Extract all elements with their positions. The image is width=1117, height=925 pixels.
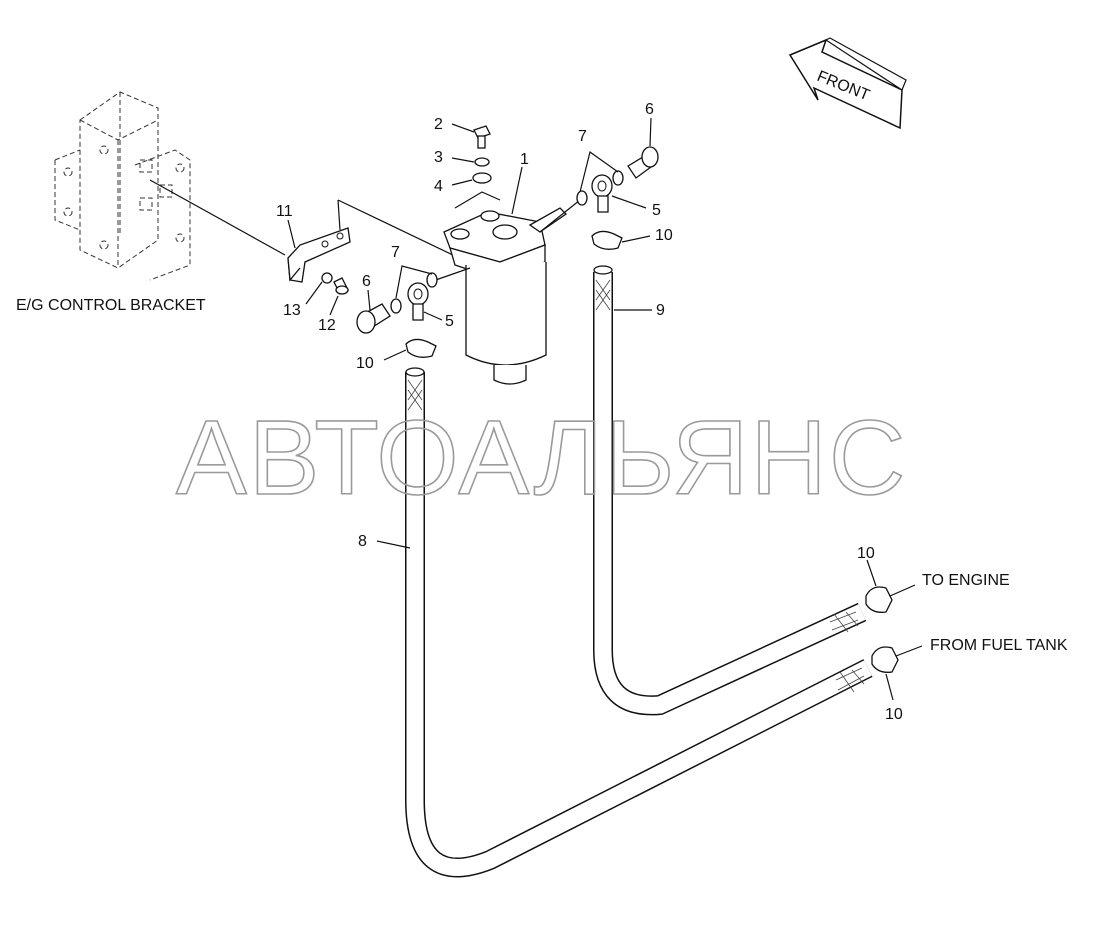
washer-small — [474, 157, 490, 167]
callout-10-tank: 10 — [885, 706, 903, 723]
right-eye-joint — [576, 146, 659, 213]
callout-10-engine: 10 — [857, 545, 875, 562]
callout-1: 1 — [520, 151, 529, 168]
fuel-filter — [429, 199, 581, 385]
right-hose-clip — [591, 230, 623, 250]
callout-5-right: 5 — [652, 202, 661, 219]
leader-lines — [287, 117, 894, 701]
callout-5-left: 5 — [445, 313, 454, 330]
callout-13: 13 — [283, 302, 301, 319]
left-eye-joint — [356, 265, 438, 334]
watermark: АВТОАЛЬЯНС — [176, 399, 907, 517]
small-bolt — [321, 272, 349, 295]
callout-8: 8 — [358, 533, 367, 550]
eg-control-bracket-phantom — [54, 91, 286, 281]
callout-7-right: 7 — [578, 128, 587, 145]
callout-12: 12 — [318, 317, 336, 334]
to-engine-label: TO ENGINE — [922, 572, 1010, 589]
left-hose-clip — [405, 338, 437, 358]
callout-2: 2 — [434, 116, 443, 133]
hose-long — [405, 367, 873, 878]
callout-10-right: 10 — [655, 227, 673, 244]
washer — [472, 172, 492, 184]
callout-6-left: 6 — [362, 273, 371, 290]
bracket-label: E/G CONTROL BRACKET — [16, 297, 206, 314]
hose-short — [593, 265, 867, 716]
callout-4: 4 — [434, 178, 443, 195]
tank-hose-clip — [871, 645, 923, 673]
engine-hose-clip — [865, 584, 916, 613]
bracket-part — [287, 199, 481, 283]
callout-11: 11 — [276, 203, 293, 220]
callout-10-left: 10 — [356, 355, 374, 372]
from-fuel-tank-label: FROM FUEL TANK — [930, 637, 1068, 654]
callout-3: 3 — [434, 149, 443, 166]
callout-7-left: 7 — [391, 244, 400, 261]
front-arrow: FRONT — [788, 37, 907, 130]
callout-6-right: 6 — [645, 101, 654, 118]
top-bolt — [473, 125, 491, 149]
callout-9: 9 — [656, 302, 665, 319]
